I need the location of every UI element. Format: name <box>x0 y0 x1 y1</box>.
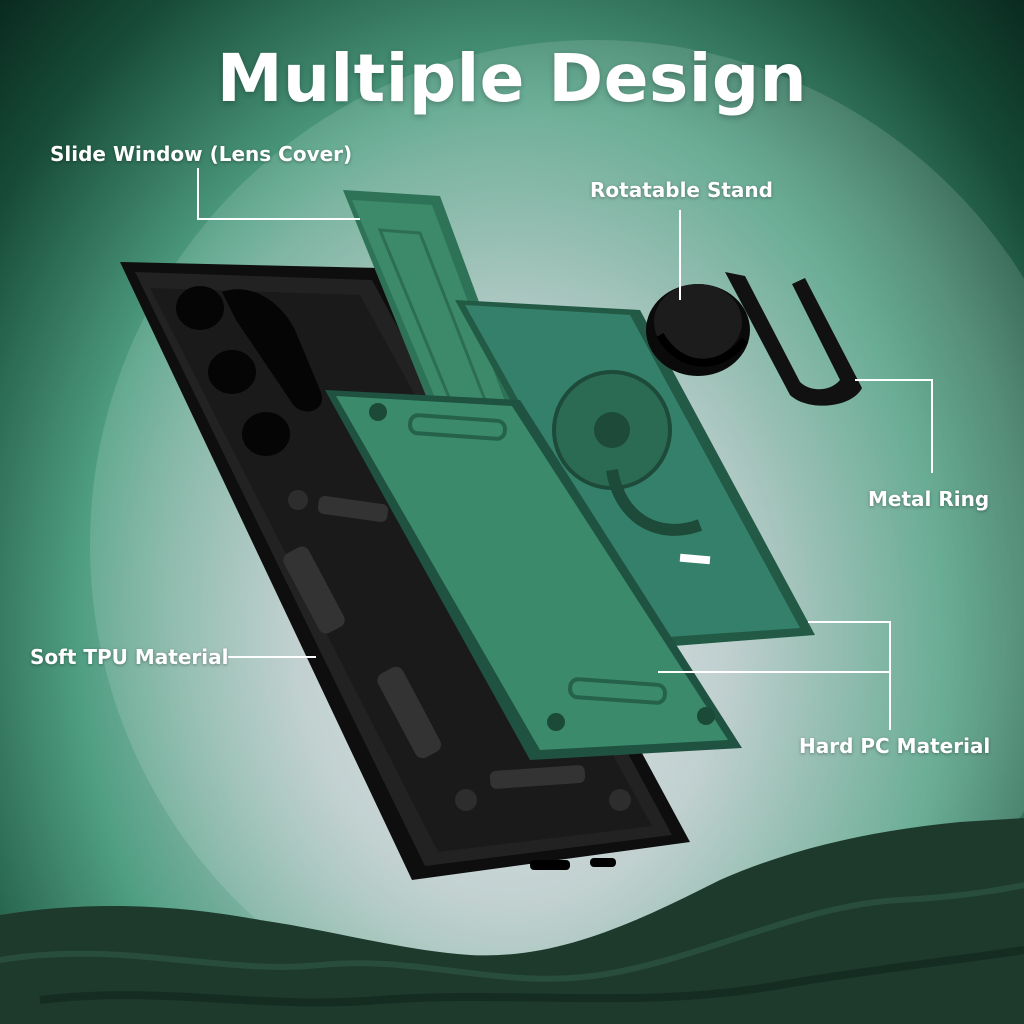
hard-pc-outer-shell <box>325 390 742 760</box>
camera-hole <box>176 286 224 330</box>
callout-hard-pc: Hard PC Material <box>799 734 991 758</box>
callout-lines <box>197 168 933 730</box>
grip-pad <box>283 546 345 634</box>
callout-metal-ring: Metal Ring <box>868 487 990 511</box>
callout-rotatable-stand: Rotatable Stand <box>590 178 773 202</box>
grip-pad <box>377 666 442 759</box>
grip-pad <box>317 495 389 523</box>
page-title: Multiple Design <box>216 40 808 117</box>
hard-pc-back-plate <box>455 300 815 648</box>
metal-ring <box>725 272 862 406</box>
rotatable-stand <box>646 284 750 376</box>
rock-texture <box>0 882 1024 982</box>
callout-soft-tpu: Soft TPU Material <box>30 645 229 669</box>
grip-pad <box>489 765 586 789</box>
rock-ground <box>0 818 1024 1024</box>
camera-hole <box>242 412 290 456</box>
camera-hole <box>208 350 256 394</box>
callout-slide-window: Slide Window (Lens Cover) <box>50 142 353 166</box>
